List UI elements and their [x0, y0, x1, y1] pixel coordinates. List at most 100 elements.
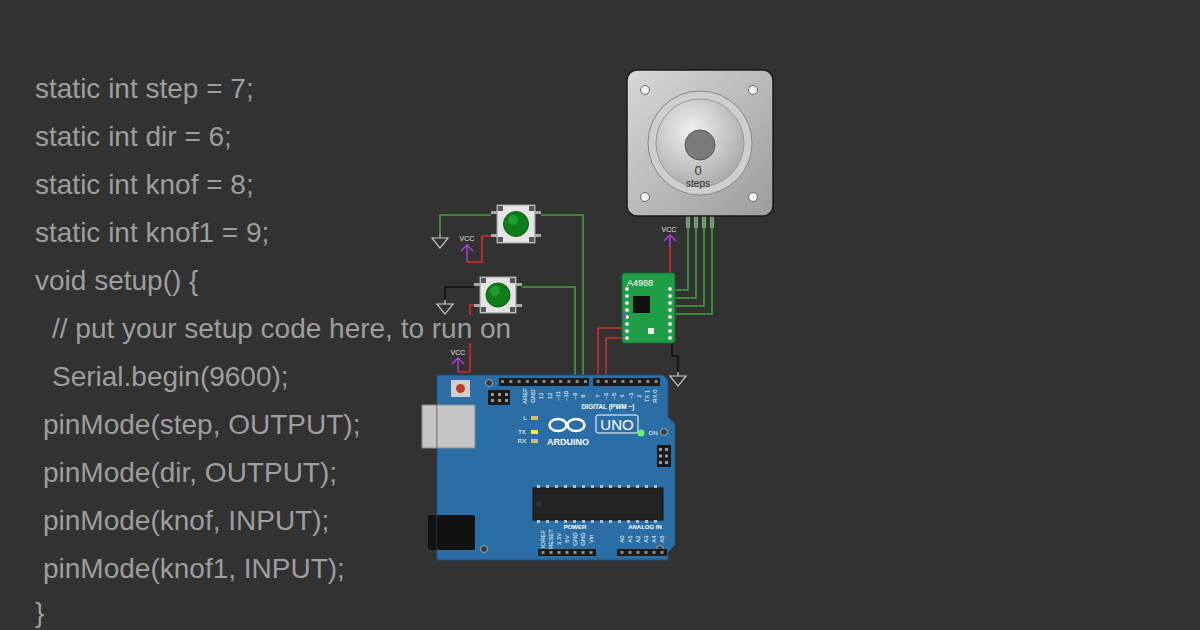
arduino-board-drawing	[481, 546, 488, 553]
driver-board-drawing	[633, 296, 650, 313]
arduino-board-drawing	[665, 461, 668, 464]
board-label: A4988	[627, 279, 653, 288]
driver-board-drawing	[625, 308, 629, 312]
arduino-board-drawing	[550, 419, 567, 431]
board-label: UNO	[600, 417, 633, 432]
code-line: pinMode(knof1, INPUT);	[41, 555, 347, 583]
arduino-board-drawing	[654, 485, 657, 488]
power-label: VCC	[662, 226, 677, 233]
pin-label: ~10	[563, 391, 569, 401]
arduino-board-drawing	[659, 461, 662, 464]
push-button	[504, 212, 529, 237]
driver-board-drawing	[668, 301, 672, 305]
arduino-board-drawing	[621, 551, 624, 554]
arduino-board-drawing	[437, 405, 475, 448]
pin-label: ~9	[572, 393, 578, 400]
power-label: VCC	[460, 235, 475, 242]
wire	[541, 215, 583, 381]
arduino-board-drawing	[555, 520, 558, 523]
stepper-motor-drawing	[627, 70, 773, 216]
arduino-board-drawing	[653, 551, 656, 554]
arduino-board-drawing	[531, 439, 538, 443]
driver-board-drawing	[622, 273, 675, 343]
wire	[675, 216, 688, 290]
wire	[445, 287, 474, 300]
arduino-board-drawing	[617, 549, 667, 556]
arduino-board-drawing	[605, 380, 608, 383]
arduino-board-drawing	[645, 551, 648, 554]
arduino-board-drawing	[550, 551, 553, 554]
arduino-board-drawing	[536, 501, 542, 507]
pin-label: 5V	[564, 535, 570, 542]
arduino-board-drawing	[558, 551, 561, 554]
push-button	[516, 283, 522, 286]
pin-label: 7	[595, 394, 601, 397]
push-button	[510, 307, 515, 312]
arduino-board-drawing	[629, 551, 632, 554]
push-button	[474, 283, 480, 286]
board-label: TX	[518, 429, 526, 435]
arduino-board-drawing	[518, 380, 521, 383]
board-label: ANALOG IN	[628, 524, 662, 530]
arduino-board-drawing	[638, 380, 641, 383]
push-button	[508, 215, 518, 225]
code-line: static int step = 7;	[33, 75, 256, 103]
push-button	[480, 277, 516, 313]
code-line: }	[33, 599, 46, 627]
pin-label: A3	[643, 535, 649, 542]
vcc-arrow	[452, 235, 676, 372]
arduino-board-drawing	[451, 380, 470, 397]
pin-label: ~6	[603, 393, 609, 400]
driver-board: A4988	[622, 273, 675, 343]
pin-label: ~5	[611, 393, 617, 400]
pin-label: 4	[619, 394, 625, 397]
driver-board-drawing	[668, 336, 672, 340]
arduino-board-drawing	[526, 380, 529, 383]
ground-symbol	[432, 234, 686, 386]
driver-board-drawing	[668, 329, 672, 333]
arduino-board-drawing	[534, 380, 537, 383]
push-button	[529, 206, 534, 211]
driver-board-drawing	[622, 273, 675, 343]
board-label: RX	[518, 438, 526, 444]
driver-board-drawing	[625, 329, 629, 333]
code-line: void setup() {	[33, 267, 200, 295]
arduino-board: AREFGND1312~11~10~987~6~54~32TX 1RX 0DIG…	[437, 375, 675, 560]
wire	[440, 215, 678, 381]
arduino-board-drawing	[661, 429, 668, 436]
arduino-board-drawing	[593, 378, 660, 386]
driver-board-drawing	[625, 301, 629, 305]
arduino-board-drawing	[590, 551, 593, 554]
arduino-board-drawing	[501, 380, 504, 383]
push-button	[486, 283, 510, 307]
arduino-board-drawing	[582, 485, 585, 488]
arduino-board-drawing	[584, 380, 587, 383]
arduino-board-drawing	[618, 485, 621, 488]
driver-board-drawing	[668, 308, 672, 312]
wire	[440, 215, 491, 234]
arduino-board-drawing	[574, 551, 577, 554]
arduino-board-drawing	[621, 380, 624, 383]
stepper-motor-drawing	[656, 99, 744, 187]
wire	[522, 287, 575, 381]
arduino-board-drawing	[576, 380, 579, 383]
pin-label: TX 1	[644, 390, 650, 403]
driver-board-drawing	[668, 315, 672, 319]
arduino-board-drawing	[600, 520, 603, 523]
arduino-board-drawing	[567, 380, 570, 383]
driver-board-drawing	[625, 322, 629, 326]
pin-label: GND	[580, 532, 586, 545]
arduino-board-drawing	[491, 393, 494, 396]
arduino-board-drawing	[551, 380, 554, 383]
arduino-board-drawing	[437, 375, 675, 560]
arduino-board-drawing	[582, 520, 585, 523]
code-line: // put your setup code here, to run on	[50, 315, 513, 343]
arduino-board-drawing	[564, 520, 567, 523]
push-button	[491, 205, 541, 243]
stepper-motor-outline	[627, 70, 773, 216]
arduino-board-drawing	[491, 399, 494, 402]
power-label: VCC	[451, 349, 466, 356]
pin-label: GND	[572, 532, 578, 545]
driver-board-drawing	[668, 287, 672, 291]
